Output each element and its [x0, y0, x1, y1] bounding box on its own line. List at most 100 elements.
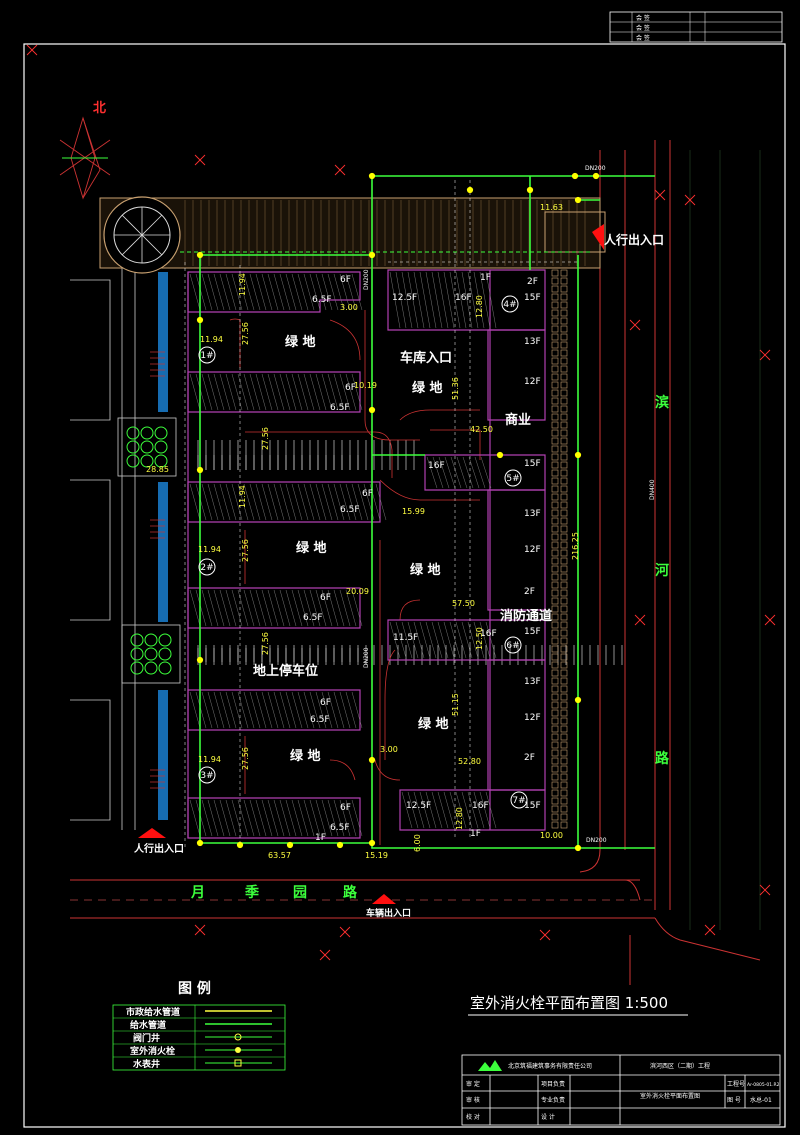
- dim-label: 10.00: [540, 831, 563, 840]
- dim-label: 51.15: [451, 693, 460, 716]
- floor-label: 6F: [345, 383, 356, 393]
- dim-label: 11.94: [238, 485, 247, 508]
- company-name: 北京筑福建筑事务有限责任公司: [508, 1062, 592, 1070]
- building-tag-4: 4#: [503, 300, 516, 310]
- legend-title: 图 例: [178, 980, 211, 997]
- pipe-size-label: DN200: [363, 647, 370, 668]
- role-label: 设 计: [541, 1113, 555, 1121]
- pedestrian-entrance-east: 人行出入口: [604, 232, 664, 247]
- garage-entrance-label: 车库入口: [400, 350, 452, 366]
- stamp-row-2: 会 签: [636, 24, 650, 32]
- east-road-char: 滨: [655, 394, 669, 411]
- dim-label: 42.50: [470, 425, 493, 434]
- num-value: 水总-01: [750, 1096, 772, 1104]
- south-road-char: 季: [244, 884, 259, 901]
- vehicle-entrance-south: 车辆出入口: [366, 907, 411, 919]
- floor-label: 16F: [472, 801, 489, 811]
- stamp-row-1: 会 签: [636, 14, 650, 22]
- legend-item: 市政给水管道: [126, 1006, 180, 1018]
- sheet-border: [23, 43, 786, 1128]
- floor-label: 12F: [524, 713, 541, 723]
- stamp-row-3: 会 签: [636, 34, 650, 42]
- pipe-size-label: DN200: [363, 269, 370, 290]
- road-names: 滨 河 路 月 季 园 路: [190, 394, 670, 901]
- entrance-markers: 人行出入口 人行出入口 车辆出入口: [134, 224, 664, 919]
- legend-item: 阀门井: [133, 1032, 160, 1044]
- building-tag-2: 2#: [200, 563, 213, 573]
- title-block-text: 北京筑福建筑事务有限责任公司 滨河西区（二期）工程 室外消火栓平面布置图 审 定…: [466, 1062, 780, 1121]
- floor-label: 16F: [455, 293, 472, 303]
- south-road: [70, 879, 761, 985]
- entrance-arrow-southwest: [138, 828, 166, 838]
- north-label: 北: [93, 101, 106, 116]
- floor-label: 6F: [340, 275, 351, 285]
- building-tag-5: 5#: [506, 474, 519, 484]
- building-tag-1: 1#: [200, 351, 213, 361]
- floor-label: 13F: [524, 337, 541, 347]
- dim-label: 10.19: [354, 381, 377, 390]
- drawing-title-block: 室外消火栓平面布置图 1:500: [468, 994, 688, 1016]
- dim-label: 27.56: [261, 427, 270, 450]
- floor-label: 15F: [524, 801, 541, 811]
- floor-label: 13F: [524, 677, 541, 687]
- dim-label: 11.94: [238, 273, 247, 296]
- drawing-title: 室外消火栓平面布置图 1:500: [470, 994, 668, 1012]
- num-value: Ar-0805-01.R2: [747, 1082, 780, 1088]
- pipe-size-label: DN200: [585, 165, 606, 172]
- dim-label: 57.50: [452, 599, 475, 608]
- floor-label: 6F: [362, 489, 373, 499]
- dim-label: 27.56: [241, 747, 250, 770]
- parking-label: 地上停车位: [253, 663, 318, 679]
- east-road-char: 河: [655, 562, 669, 579]
- floor-label: 6.5F: [303, 613, 323, 623]
- floor-label: 12F: [524, 545, 541, 555]
- dim-label: 12.80: [455, 807, 464, 830]
- legend-item: 水表井: [133, 1058, 160, 1070]
- building-tags: 1# 2# 3# 4# 5# 6# 7#: [198, 295, 528, 809]
- legend-symbol-meter: [205, 1059, 272, 1067]
- floor-label: 12F: [524, 377, 541, 387]
- floor-label: 15F: [524, 293, 541, 303]
- dim-label: 11.94: [200, 335, 223, 344]
- parking-stalls: [197, 440, 623, 665]
- pedestrian-entrance-southwest: 人行出入口: [134, 842, 184, 855]
- role-label: 项目负责: [541, 1080, 565, 1088]
- dim-label: 28.85: [146, 465, 169, 474]
- floor-label: 16F: [428, 461, 445, 471]
- commercial-label: 商业: [505, 412, 531, 428]
- floor-label: 6.5F: [330, 823, 350, 833]
- floor-label: 1F: [470, 829, 481, 839]
- floor-label: 6.5F: [340, 505, 360, 515]
- south-road-char: 月: [190, 885, 205, 901]
- pavilion-upper: [117, 417, 177, 477]
- west-canal: [158, 272, 168, 820]
- green-zone-label: 绿 地: [296, 540, 327, 556]
- water-supply-dashed: [184, 180, 578, 850]
- dim-label: 27.56: [241, 539, 250, 562]
- green-zone-label: 绿 地: [412, 380, 443, 396]
- east-road-char: 路: [655, 750, 670, 767]
- floor-label: 16F: [480, 629, 497, 639]
- west-neighbours: [70, 260, 136, 830]
- road-grid: [689, 150, 761, 930]
- dim-label: 15.99: [402, 507, 425, 516]
- fire-lane-label: 消防通道: [500, 608, 552, 624]
- dim-label: 20.09: [346, 587, 369, 596]
- dim-label: 6.00: [413, 834, 422, 852]
- floor-label: 1F: [315, 833, 326, 843]
- floor-label: 6.5F: [312, 295, 332, 305]
- north-arrow: 北: [59, 101, 111, 200]
- water-pipe-network: [198, 175, 655, 850]
- dim-label: 27.56: [261, 632, 270, 655]
- dim-label: 216.25: [571, 532, 580, 560]
- num-label: 工程号: [727, 1080, 745, 1088]
- row-label: 审 核: [466, 1096, 480, 1104]
- green-zone-label: 绿 地: [410, 562, 441, 578]
- floor-label: 6.5F: [330, 403, 350, 413]
- row-label: 审 定: [466, 1080, 480, 1088]
- pipe-size-label: DN200: [586, 837, 607, 844]
- survey-marks: [26, 44, 776, 961]
- dim-label: 11.94: [198, 755, 221, 764]
- floor-label: 15F: [524, 459, 541, 469]
- canal-stairs: [150, 351, 165, 789]
